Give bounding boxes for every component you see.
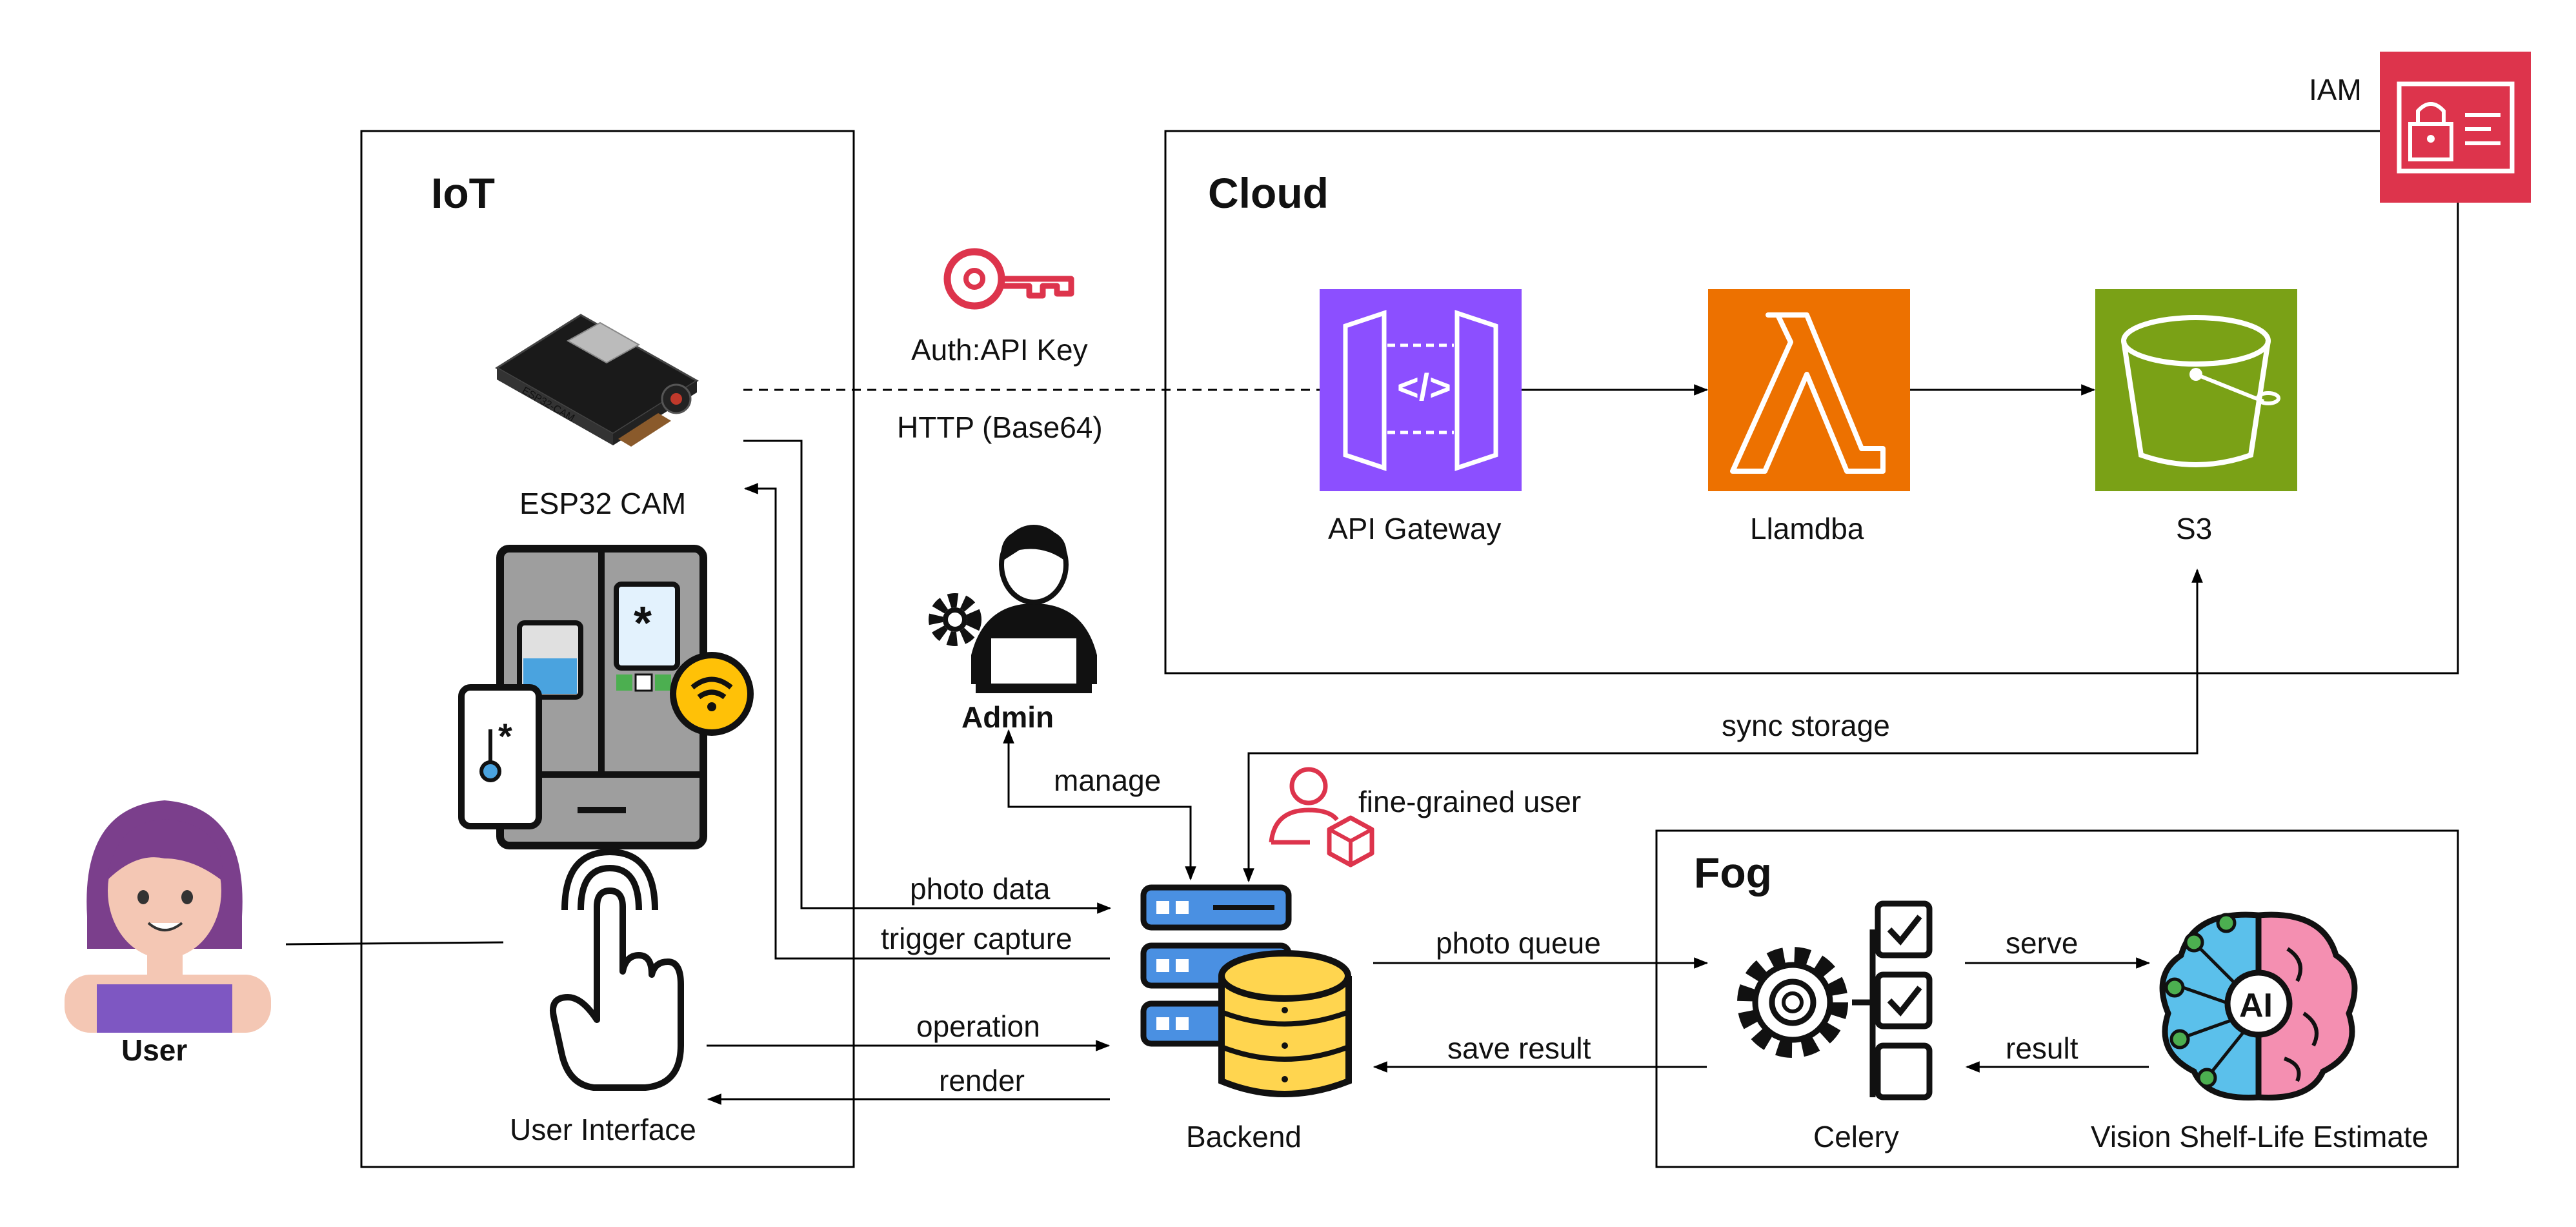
ai-brain-icon: AI bbox=[2159, 911, 2358, 1100]
s3-label: S3 bbox=[2176, 512, 2212, 545]
gear-checklist-icon bbox=[1737, 900, 1933, 1100]
manage-label: manage bbox=[1054, 764, 1161, 797]
api-gateway-label: API Gateway bbox=[1328, 512, 1501, 545]
lambda-label: Llamdba bbox=[1750, 512, 1864, 545]
iot-group: IoT bbox=[360, 130, 855, 1168]
touch-hand-icon bbox=[550, 848, 684, 1091]
photo-data-label: photo data bbox=[910, 872, 1051, 906]
iot-title: IoT bbox=[431, 169, 495, 217]
cloud-group: Cloud bbox=[1164, 130, 2459, 674]
admin-at-laptop-icon bbox=[929, 525, 1097, 693]
svg-text:*: * bbox=[498, 716, 512, 756]
auth-label: Auth:API Key bbox=[911, 333, 1088, 367]
manage-edge bbox=[1003, 729, 1192, 878]
result-label: result bbox=[2006, 1031, 2078, 1065]
api-gateway-icon: </> bbox=[1320, 289, 1522, 491]
svg-text:AI: AI bbox=[2239, 987, 2273, 1024]
serve-label: serve bbox=[2006, 926, 2078, 960]
bucket-icon bbox=[2095, 289, 2297, 491]
user-to-ui-edge bbox=[285, 941, 504, 946]
admin-label: Admin bbox=[961, 700, 1054, 734]
cloud-title: Cloud bbox=[1208, 169, 1329, 217]
iam-label: IAM bbox=[2309, 73, 2362, 106]
photo-queue-label: photo queue bbox=[1436, 926, 1601, 960]
http-label: HTTP (Base64) bbox=[897, 411, 1103, 444]
svg-text:*: * bbox=[634, 598, 652, 649]
svg-text:</>: </> bbox=[1397, 367, 1451, 409]
photo-data-edge bbox=[743, 440, 1112, 914]
esp32-cam-board: ESP32-CAM bbox=[495, 314, 699, 447]
fine-grained-user-label: fine-grained user bbox=[1358, 785, 1581, 818]
key-icon bbox=[943, 248, 1074, 310]
trigger-capture-label: trigger capture bbox=[881, 922, 1072, 955]
server-database-icon bbox=[1140, 884, 1352, 1097]
fog-title: Fog bbox=[1694, 849, 1772, 897]
smart-fridge-icon: * * bbox=[458, 545, 754, 849]
esp32-label: ESP32 CAM bbox=[519, 487, 686, 520]
trigger-capture-edge bbox=[743, 483, 1110, 960]
woman-avatar bbox=[65, 800, 271, 1033]
ui-label: User Interface bbox=[510, 1113, 696, 1146]
user-with-box-icon bbox=[1269, 767, 1374, 867]
save-result-label: save result bbox=[1447, 1031, 1591, 1065]
iam-id-card-icon bbox=[2380, 52, 2531, 203]
lambda-icon bbox=[1708, 289, 1910, 491]
operation-label: operation bbox=[916, 1009, 1040, 1043]
celery-label: Celery bbox=[1813, 1120, 1899, 1153]
backend-label: Backend bbox=[1186, 1120, 1302, 1153]
render-label: render bbox=[939, 1064, 1025, 1097]
user-label: User bbox=[121, 1033, 187, 1067]
sync-storage-label: sync storage bbox=[1722, 709, 1890, 742]
fog-group: Fog bbox=[1655, 829, 2459, 1168]
vision-label: Vision Shelf-Life Estimate bbox=[2091, 1120, 2428, 1153]
